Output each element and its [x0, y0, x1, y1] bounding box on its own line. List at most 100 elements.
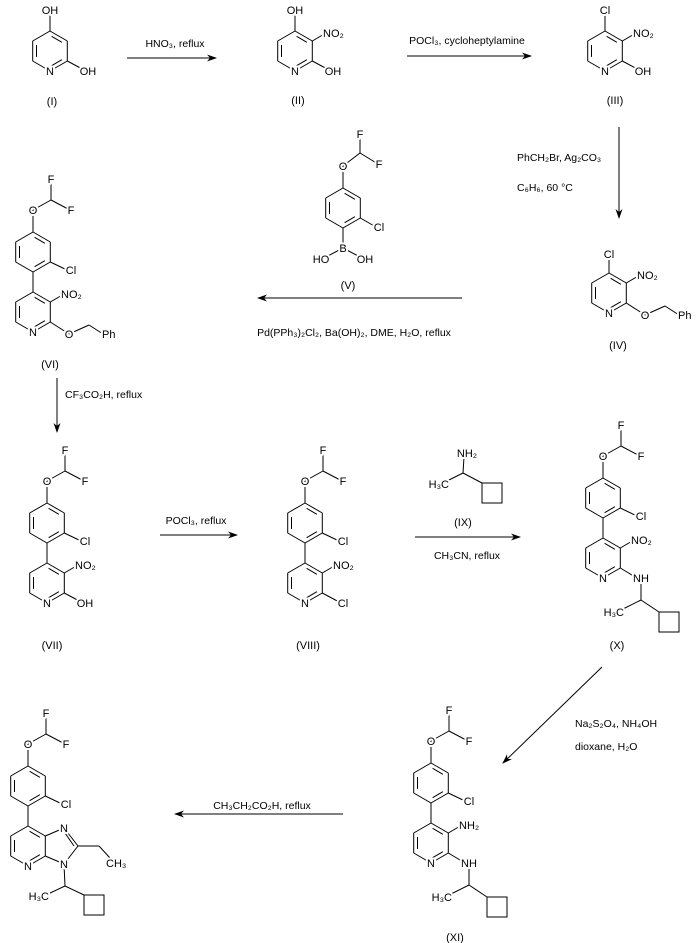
bond: [323, 247, 344, 259]
reagent-text: C₆H₆, 60 °C: [517, 182, 573, 194]
compound-label: (VIII): [296, 640, 320, 652]
bond: [430, 792, 449, 804]
double-bond: [432, 851, 444, 859]
pyridine-ring: [29, 562, 65, 604]
atom-label: O: [599, 451, 608, 463]
compound-label: (I): [47, 96, 57, 108]
bond: [312, 32, 327, 42]
bond: [622, 32, 637, 42]
double-bond: [29, 854, 41, 862]
atom-label: NO₂: [631, 535, 652, 547]
double-bond: [34, 296, 46, 304]
bond: [15, 231, 34, 243]
pyridine-ring: [591, 272, 627, 314]
atom-label: NH₂: [459, 820, 479, 832]
atom-label: Cl: [66, 265, 76, 277]
bond: [585, 507, 604, 519]
bond: [304, 562, 323, 574]
bond: [304, 470, 324, 482]
bond: [50, 293, 65, 303]
reagent-text: Na₂S₂O₄, NH₄OH: [575, 718, 657, 730]
double-bond: [604, 482, 616, 490]
bond: [88, 324, 104, 335]
bond: [587, 30, 606, 42]
double-bond: [64, 832, 75, 847]
reagent-text: POCl₃, cycloheptylamine: [409, 35, 525, 47]
compound-label: (III): [607, 95, 624, 107]
bond: [15, 291, 34, 303]
bond: [64, 885, 85, 896]
pyridine-ring: [15, 291, 51, 333]
bond: [45, 795, 63, 805]
atom-label: N: [24, 861, 32, 873]
bond: [64, 564, 79, 574]
atom-label: OH: [287, 5, 304, 17]
atom-label: OH: [357, 254, 374, 266]
bond: [342, 187, 361, 199]
double-bond: [51, 35, 63, 43]
double-bond: [48, 591, 60, 599]
atom-label: H₃C: [429, 479, 449, 491]
double-bond: [610, 277, 622, 285]
cyclobutyl-ring: [486, 896, 508, 918]
bond: [29, 562, 48, 574]
bond: [360, 217, 377, 228]
bond: [32, 261, 51, 273]
atom-label: N: [301, 598, 309, 610]
bond: [277, 60, 296, 72]
atom-label: F: [68, 205, 75, 217]
reagent-text: CH₃CH₂CO₂H, reflux: [213, 800, 311, 812]
reagent-text: POCl₃, reflux: [166, 515, 228, 527]
bond: [32, 291, 51, 303]
atom-label: H₃C: [29, 891, 49, 903]
compound-label: (VI): [41, 359, 59, 371]
bond: [64, 470, 85, 482]
cyclobutyl-ring: [83, 894, 105, 916]
bond: [325, 187, 344, 199]
bond: [322, 592, 342, 604]
benzene-ring: [287, 502, 323, 544]
atom-label: OH: [42, 5, 59, 17]
benzene-ring: [585, 477, 621, 519]
bond: [450, 884, 470, 895]
pyridine-ring: [277, 30, 313, 72]
atom-label: NO₂: [637, 270, 658, 282]
bond: [602, 537, 621, 549]
atom-label: NO₂: [75, 560, 96, 572]
bond: [10, 855, 29, 867]
bond: [462, 456, 465, 474]
atom-label: F: [340, 476, 347, 488]
bond: [448, 730, 469, 742]
double-bond: [29, 794, 41, 802]
reagent-text: PhCH₂Br, Ag₂CO₃: [517, 152, 601, 164]
atom-label: OH: [77, 598, 94, 610]
atom-label: NH: [633, 573, 649, 585]
bond: [63, 863, 66, 887]
atom-label: O: [641, 310, 650, 322]
double-bond: [432, 827, 444, 835]
bond: [430, 730, 450, 742]
reaction-arrow-3: PhCH₂Br, Ag₂CO₃ C₆H₆, 60 °C: [517, 127, 623, 219]
bond: [64, 532, 82, 542]
bond: [32, 321, 51, 333]
bond: [29, 532, 48, 544]
atom-label: H₃C: [432, 892, 452, 904]
bond: [67, 60, 87, 72]
double-bond: [610, 301, 622, 309]
atom-label: N: [291, 66, 299, 78]
atom-label: O: [301, 476, 310, 488]
double-bond: [432, 791, 444, 799]
bond: [29, 502, 48, 514]
bond: [448, 824, 463, 834]
bond: [585, 567, 604, 579]
bond: [27, 825, 46, 837]
atom-label: N: [46, 66, 54, 78]
bond: [10, 825, 29, 837]
atom-label: F: [43, 708, 50, 720]
bond: [27, 765, 46, 777]
atom-label: Ph: [102, 329, 115, 341]
bond: [322, 564, 337, 574]
bond: [322, 532, 340, 542]
